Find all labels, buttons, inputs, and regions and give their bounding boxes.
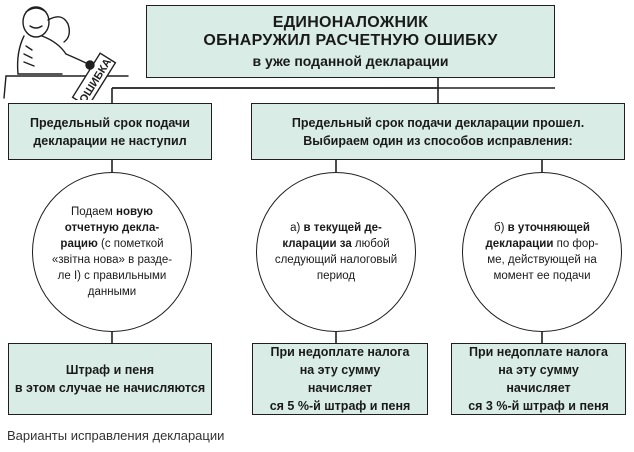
condition-deadline-passed: Предельный срок подачи декларации прошел…	[251, 103, 625, 160]
option-new-declaration: Подаем новую отчетную декла­рацию (с пом…	[32, 172, 192, 332]
result-mid-line-1: При недоплате налога	[270, 345, 410, 359]
option-current-declaration: а) в текущей де­кларации за любой следую…	[256, 172, 416, 332]
option-left-text-2: (с пометкой «звітна нова» в разде­ле I) …	[51, 238, 173, 298]
option-left-bold: новую отчетную декла­рацию	[60, 206, 160, 250]
result-mid-line-3: ся 5 %-й штраф и пеня	[269, 399, 411, 413]
option-right-text-2: по фор­ме, действующей на момент ее пода…	[487, 238, 599, 282]
option-left-text-1: Подаем	[71, 206, 117, 218]
option-right-text-1: б)	[494, 222, 508, 234]
result-mid-line-2: на эту сумму начисляет­	[299, 363, 381, 395]
title-line-2: ОБНАРУЖИЛ РАСЧЕТНУЮ ОШИБКУ	[203, 31, 498, 49]
option-mid-bold: в текущей де­кларации за	[282, 222, 382, 250]
condition-right-line-2: Выбираем один из способов исправления:	[303, 133, 573, 148]
title-box: ЕДИНОНАЛОЖНИК ОБНАРУЖИЛ РАСЧЕТНУЮ ОШИБКУ…	[146, 5, 555, 78]
condition-left-line-1: Предельный срок подачи	[30, 115, 190, 130]
title-line-3: в уже поданной декларации	[252, 52, 449, 69]
title-line-1: ЕДИНОНАЛОЖНИК	[272, 13, 429, 31]
result-5-percent-penalty: При недоплате налога на эту сумму начисл…	[252, 343, 428, 415]
result-right-line-3: ся 3 %-й штраф и пеня	[468, 399, 609, 413]
condition-deadline-not-passed: Предельный срок подачи декларации не нас…	[8, 103, 212, 160]
option-clarifying-declaration: б) в уточняющей декларации по фор­ме, де…	[462, 172, 622, 332]
figure-caption: Варианты исправления декларации	[7, 428, 225, 443]
result-left-line-1: Штраф и пеня	[65, 363, 155, 377]
result-right-line-1: При недоплате налога	[469, 345, 608, 359]
result-left-line-2: в этом случае не начисляются	[14, 381, 206, 395]
frustrated-man-icon: ОШИБКА	[3, 6, 129, 100]
option-right-bold: в уточняющей декларации	[485, 222, 590, 250]
result-no-penalty: Штраф и пеня в этом случае не начисляютс…	[8, 343, 212, 415]
result-right-line-2: на эту сумму начисляет­	[498, 363, 579, 395]
condition-left-line-2: декларации не наступил	[33, 133, 187, 148]
option-mid-text-1: а)	[290, 222, 304, 234]
condition-right-line-1: Предельный срок подачи декларации прошел…	[291, 115, 585, 130]
option-mid-text-2: любой следующий налоговый период	[274, 238, 398, 282]
result-3-percent-penalty: При недоплате налога на эту сумму начисл…	[451, 343, 626, 415]
